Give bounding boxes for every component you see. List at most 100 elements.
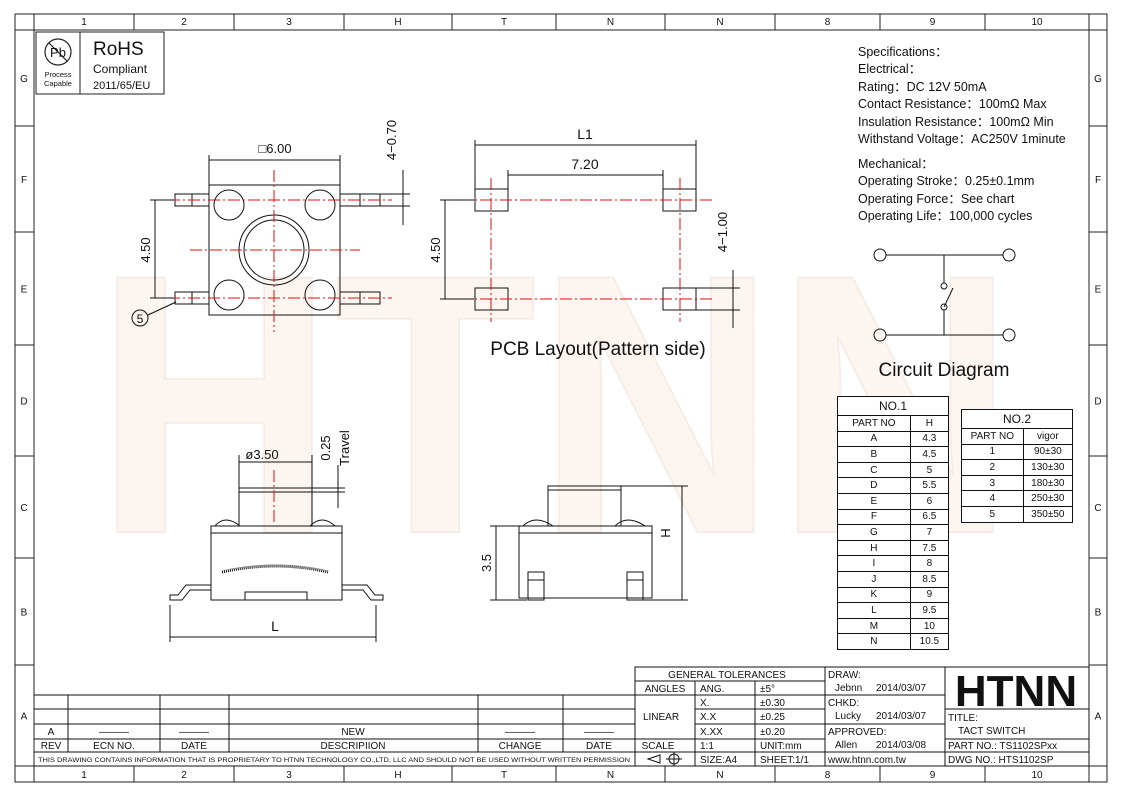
table1-title: NO.1 (837, 396, 949, 416)
table-cell: I (837, 555, 911, 572)
grid-row-label: F (21, 175, 27, 186)
svg-text:———: ——— (99, 727, 129, 738)
table-cell: 5 (961, 505, 1024, 523)
spec-heading: Specifications： (858, 45, 948, 59)
side-dia-dim: ø3.50 (245, 447, 278, 462)
grid-row-label: B (1095, 608, 1102, 619)
grid-col-label: 9 (930, 17, 936, 28)
svg-text:2014/03/07: 2014/03/07 (876, 683, 926, 694)
pb-symbol-text: Pb (50, 45, 66, 60)
svg-text:SCALE: SCALE (642, 741, 675, 752)
table-cell: 4.3 (909, 430, 950, 448)
table2-title: NO.2 (961, 409, 1073, 429)
circuit-diagram (873, 248, 1016, 342)
grid-col-label: H (394, 17, 401, 28)
table-cell: 10.5 (909, 633, 950, 650)
grid-col-label: 9 (930, 770, 936, 781)
svg-text:CHANGE: CHANGE (499, 741, 542, 752)
table-cell: 7.5 (909, 539, 950, 557)
top-width-dim: □6.00 (258, 141, 291, 156)
svg-text:2014/03/07: 2014/03/07 (876, 711, 926, 722)
svg-text:TITLE:: TITLE: (948, 713, 978, 724)
svg-text:±0.25: ±0.25 (760, 712, 785, 723)
table-cell: 180±30 (1022, 474, 1074, 492)
svg-text:DRAW:: DRAW: (828, 670, 861, 681)
grid-row-label: E (1095, 285, 1102, 296)
grid-row-label: B (21, 608, 28, 619)
table-cell: 2 (961, 459, 1024, 476)
circuit-title: Circuit Diagram (879, 360, 1010, 381)
spec-mechanical: Mechanical： (858, 157, 934, 171)
svg-text:———: ——— (179, 727, 209, 738)
grid-col-label: N (716, 17, 723, 28)
table-cell: B (837, 446, 911, 463)
grid-row-label: F (1095, 175, 1101, 186)
grid-col-label: 10 (1031, 770, 1043, 781)
pcb-layout-title: PCB Layout(Pattern side) (490, 339, 705, 360)
grid-col-label: 2 (181, 17, 187, 28)
spec-withstand: Withstand Voltage：AC250V 1minute (858, 132, 1066, 146)
table-cell: A (837, 430, 911, 448)
svg-text:SHEET:1/1: SHEET:1/1 (760, 755, 809, 766)
proprietary-notice: THIS DRAWING CONTAINS INFORMATION THAT I… (38, 757, 631, 764)
htnn-logo: HTNN (955, 667, 1077, 716)
spec-contact: Contact Resistance：100mΩ Max (858, 97, 1047, 111)
spec-stroke: Operating Stroke：0.25±0.1mm (858, 174, 1035, 188)
grid-row-label: A (21, 712, 28, 723)
svg-text:X.XX: X.XX (700, 727, 723, 738)
table1-col-h: H (909, 415, 950, 432)
grid-col-label: 3 (286, 770, 292, 781)
table-cell: K (837, 586, 911, 604)
spec-force: Operating Force：See chart (858, 192, 1015, 206)
grid-row-label: A (1095, 712, 1102, 723)
pcb-layout (440, 140, 740, 328)
svg-text:GENERAL TOLERANCES: GENERAL TOLERANCES (668, 670, 786, 681)
grid-row-label: C (20, 503, 27, 514)
grid-col-label: 2 (181, 770, 187, 781)
table-cell: F (837, 508, 911, 526)
table2-col-partno: PART NO (961, 428, 1024, 445)
side-view-front (169, 455, 384, 642)
balloon-5: 5 (137, 312, 144, 326)
table-cell: J (837, 570, 911, 588)
svg-text:Allen: Allen (835, 740, 857, 751)
rohs-directive: 2011/65/EU (93, 80, 150, 92)
svg-text:REV: REV (41, 741, 62, 752)
table-cell: 6.5 (909, 508, 950, 526)
svg-text:X.: X. (700, 698, 709, 709)
side2-h-dim: H (658, 528, 673, 537)
side-l-dim: L (271, 618, 279, 634)
side-view-profile (490, 485, 688, 601)
grid-row-label: G (20, 74, 28, 85)
table-cell: 10 (909, 617, 950, 635)
svg-text:LINEAR: LINEAR (643, 712, 679, 723)
grid-col-label: 8 (825, 17, 831, 28)
grid-row-label: E (21, 285, 28, 296)
svg-text:2014/03/08: 2014/03/08 (876, 740, 926, 751)
top-height-dim: 4.50 (138, 237, 153, 262)
top-view (131, 155, 410, 332)
svg-text:A: A (48, 727, 55, 738)
table-cell: 6 (909, 492, 950, 510)
svg-text:SIZE:A4: SIZE:A4 (700, 755, 738, 766)
table-cell: 130±30 (1022, 459, 1074, 476)
pcb-450-dim: 4.50 (428, 237, 443, 262)
grid-col-label: T (501, 770, 507, 781)
svg-text:DATE: DATE (181, 741, 207, 752)
table-cell: L (837, 602, 911, 619)
table-cell: 9.5 (909, 602, 950, 619)
top-terminal-dim: 4−0.70 (384, 120, 399, 160)
table-cell: 90±30 (1022, 443, 1074, 461)
